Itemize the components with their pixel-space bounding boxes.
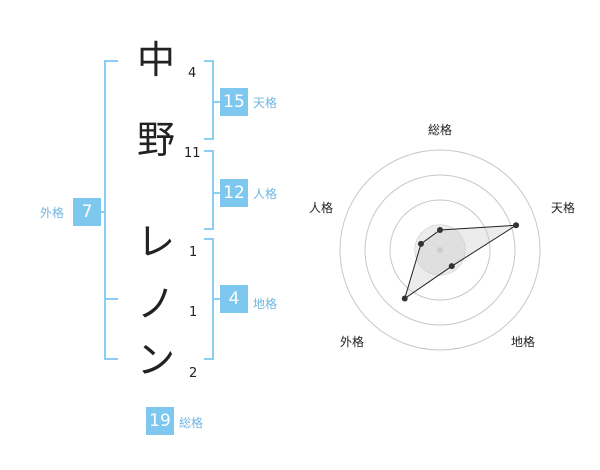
stroke-count-3: 1 [189, 245, 198, 260]
gaikaku-bracket-vertical [104, 60, 106, 360]
stroke-count-2: 11 [184, 146, 201, 161]
jinkaku-bracket-stub [212, 192, 220, 194]
name-char-5: ン [136, 338, 175, 382]
radar-ring [364, 174, 516, 326]
jinkaku-bracket-vertical [212, 150, 214, 230]
chikaku-value-badge: 4 [220, 285, 248, 313]
radar-point-4 [401, 295, 408, 302]
name-char-1: 中 [136, 38, 175, 82]
radar-point-1 [437, 227, 443, 233]
name-char-2: 野 [136, 118, 175, 162]
soukaku-label: 総格 [179, 416, 204, 430]
tenkaku-label: 天格 [253, 96, 278, 110]
radar-point-2 [513, 222, 520, 229]
jinkaku-bracket-bottom [204, 228, 214, 230]
tenkaku-bracket-top [204, 60, 214, 62]
radar-point-5 [417, 240, 424, 247]
tenkaku-bracket-stub [212, 101, 220, 103]
gaikaku-bracket-top [104, 60, 118, 62]
soukaku-value-badge: 19 [146, 407, 174, 435]
stroke-count-5: 2 [189, 366, 198, 381]
radar-axis-label-tenkaku: 天格 [551, 201, 576, 215]
radar-ring [389, 199, 491, 301]
radar-series-polygon [403, 224, 517, 300]
chikaku-bracket-top [204, 238, 214, 240]
radar-ring [339, 149, 541, 351]
name-char-3: レ [136, 220, 175, 264]
jinkaku-label: 人格 [253, 187, 278, 201]
radar-axis-label-soukaku: 総格 [428, 123, 453, 137]
radar-axis-label-chikaku: 地格 [511, 335, 536, 349]
radar-axis-label-jinkaku: 人格 [309, 201, 334, 215]
tenkaku-bracket-vertical [212, 60, 214, 140]
chikaku-bracket-stub [212, 298, 220, 300]
tenkaku-value-badge: 15 [220, 88, 248, 116]
jinkaku-bracket-top [204, 150, 214, 152]
radar-axis-label-gaikaku: 外格 [340, 335, 365, 349]
radar-center [437, 247, 443, 253]
stroke-count-1: 4 [188, 66, 197, 81]
stroke-count-4: 1 [189, 305, 198, 320]
name-char-4: ノ [136, 282, 175, 326]
gaikaku-value-badge: 7 [73, 198, 101, 226]
radar-point-3 [448, 263, 455, 270]
gaikaku-bracket-bottom [104, 358, 118, 360]
gaikaku-bracket-mid [104, 298, 118, 300]
gaikaku-label: 外格 [40, 206, 65, 220]
tenkaku-bracket-bottom [204, 138, 214, 140]
chikaku-label: 地格 [253, 297, 278, 311]
jinkaku-value-badge: 12 [220, 179, 248, 207]
chikaku-bracket-bottom [204, 358, 214, 360]
